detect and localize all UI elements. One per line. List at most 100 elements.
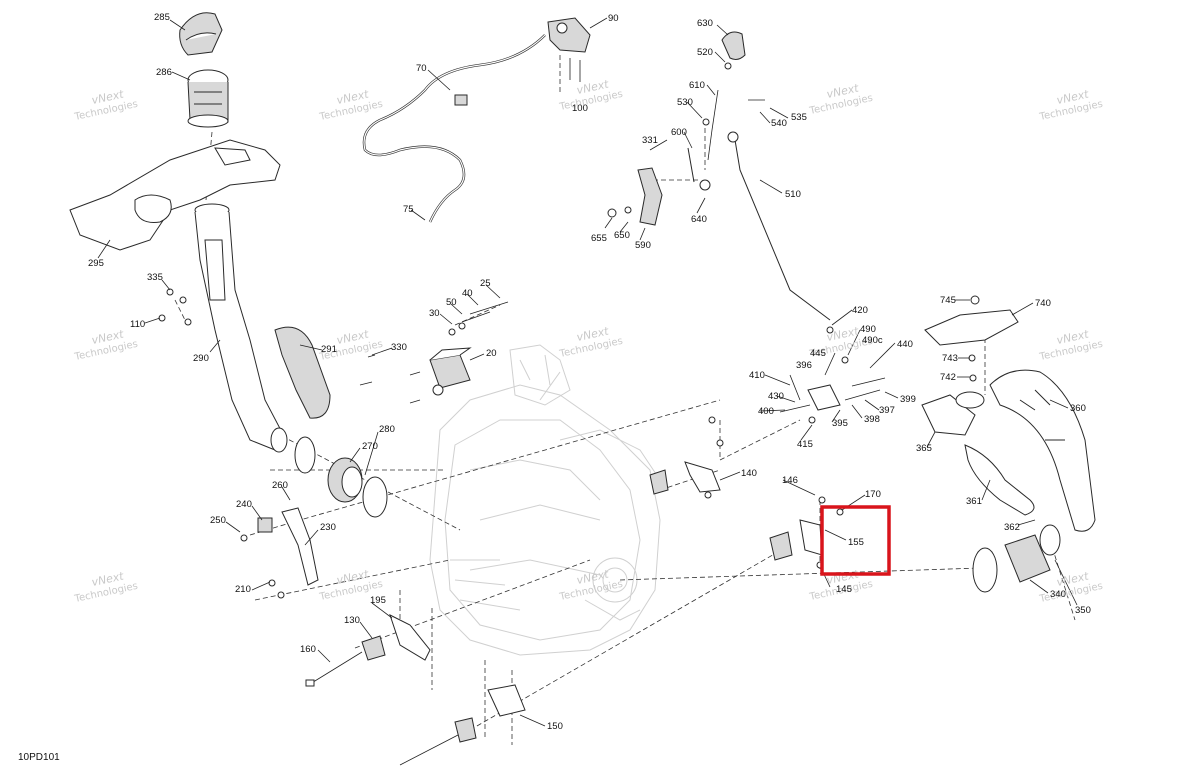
callout-labels: 285 286 295 335 110 290 291 330 20 25 40… — [88, 12, 1091, 732]
part-150-lower-mount — [399, 684, 526, 766]
callout-240: 240 — [236, 499, 252, 510]
callout-490: 490 — [860, 324, 876, 335]
callout-260: 260 — [272, 480, 288, 491]
callout-430: 430 — [768, 391, 784, 402]
callout-365: 365 — [916, 443, 932, 454]
part-396-linkage-bracket — [779, 326, 886, 424]
callout-leaders — [97, 17, 1078, 727]
highlight-box-155 — [820, 505, 891, 576]
callout-290: 290 — [193, 353, 209, 364]
callout-540: 540 — [771, 118, 787, 129]
part-70-throttle-cable — [362, 34, 546, 223]
callout-396: 396 — [796, 360, 812, 371]
callout-360: 360 — [1070, 403, 1086, 414]
callout-110: 110 — [130, 319, 145, 330]
callout-295: 295 — [88, 258, 104, 269]
callout-195: 195 — [370, 595, 386, 606]
part-290-air-duct — [194, 203, 288, 453]
callout-743: 743 — [942, 353, 958, 364]
callout-361: 361 — [966, 496, 982, 507]
part-25-50-fasteners — [359, 301, 509, 404]
callout-146: 146 — [782, 475, 798, 486]
callout-745: 745 — [940, 295, 956, 306]
callout-335: 335 — [147, 272, 163, 283]
callout-630: 630 — [697, 18, 713, 29]
callout-100: 100 — [572, 103, 588, 114]
callout-75: 75 — [403, 204, 414, 215]
callout-445: 445 — [810, 348, 826, 359]
callout-230: 230 — [320, 522, 336, 533]
callout-340: 340 — [1050, 589, 1066, 600]
callout-20: 20 — [486, 348, 497, 359]
callout-400: 400 — [758, 406, 774, 417]
part-90-throttle-assembly — [547, 17, 591, 82]
callout-25: 25 — [480, 278, 491, 289]
callout-270: 270 — [362, 441, 378, 452]
callout-440: 440 — [897, 339, 913, 350]
part-280-270-couplers — [294, 436, 388, 518]
callout-160: 160 — [300, 644, 316, 655]
callout-490c: 490c — [862, 335, 883, 346]
callout-90: 90 — [608, 13, 619, 24]
engine-block-outline — [429, 344, 661, 656]
callout-600: 600 — [671, 127, 687, 138]
part-365-elbow — [921, 391, 985, 436]
part-520-530-540-fasteners — [607, 62, 765, 218]
callout-170: 170 — [865, 489, 881, 500]
callout-398: 398 — [864, 414, 880, 425]
part-360-intake-duct — [989, 369, 1096, 532]
callout-70: 70 — [416, 63, 427, 74]
callout-397: 397 — [879, 405, 895, 416]
callout-362: 362 — [1004, 522, 1020, 533]
callout-530: 530 — [677, 97, 693, 108]
callout-410: 410 — [749, 370, 765, 381]
callout-140: 140 — [741, 468, 757, 479]
callout-130: 130 — [344, 615, 360, 626]
callout-291: 291 — [321, 344, 337, 355]
callout-655: 655 — [591, 233, 607, 244]
callout-331: 331 — [642, 135, 658, 146]
part-110-335-screws — [158, 288, 192, 326]
part-361-duct-section — [964, 444, 1035, 516]
part-295-mounting-plate — [69, 139, 281, 251]
callout-740: 740 — [1035, 298, 1051, 309]
callout-420: 420 — [852, 305, 868, 316]
callout-610: 610 — [689, 80, 705, 91]
part-630-shift-knob — [721, 31, 746, 60]
callout-286: 286 — [156, 67, 172, 78]
callout-330: 330 — [391, 342, 407, 353]
callout-640: 640 — [691, 214, 707, 225]
callout-40: 40 — [462, 288, 473, 299]
figure-code: 10PD101 — [18, 752, 60, 763]
callout-150: 150 — [547, 721, 563, 732]
part-130-195-engine-mount — [305, 614, 431, 687]
part-140-mount-bracket — [649, 416, 724, 499]
callout-742: 742 — [940, 372, 956, 383]
part-286-intake-boot — [187, 69, 229, 128]
callout-50: 50 — [446, 297, 457, 308]
callout-520: 520 — [697, 47, 713, 58]
callout-535: 535 — [791, 112, 807, 123]
callout-395: 395 — [832, 418, 848, 429]
callout-399: 399 — [900, 394, 916, 405]
callout-350: 350 — [1075, 605, 1091, 616]
part-590-lever-bracket — [637, 147, 711, 226]
part-145-146-155-170-mount — [769, 496, 844, 569]
callout-415: 415 — [797, 439, 813, 450]
callout-590: 590 — [635, 240, 651, 251]
callout-145: 145 — [836, 584, 852, 595]
callout-210: 210 — [235, 584, 251, 595]
part-230-bracket — [240, 507, 319, 599]
